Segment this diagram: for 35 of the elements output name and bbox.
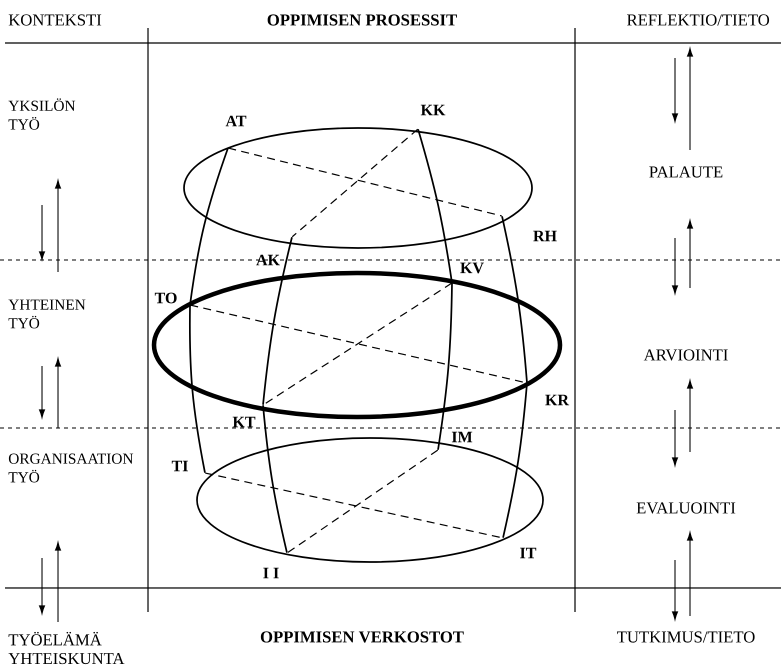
label: ORGANISAATION TYÖ — [8, 454, 134, 482]
label: YKSILÖN TYÖ — [8, 98, 76, 130]
point-label: I I — [263, 568, 279, 578]
label: REFLEKTIO/TIETO — [627, 14, 770, 26]
label: EVALUOINTI — [636, 502, 736, 514]
point-label: TI — [172, 460, 188, 472]
point-label: KK — [420, 104, 446, 116]
line — [262, 237, 293, 405]
line — [228, 147, 502, 217]
point-label: KT — [232, 416, 256, 428]
label: PALAUTE — [649, 166, 722, 178]
label: TUTKIMUS/TIETO — [617, 631, 755, 643]
line — [286, 450, 438, 554]
line — [188, 305, 206, 473]
label: TYÖELÄMÄ YHTEISKUNTA — [8, 632, 124, 664]
line — [501, 216, 528, 383]
line — [262, 282, 452, 406]
line — [292, 128, 418, 238]
point-label: KR — [545, 394, 570, 406]
point-label: KV — [460, 262, 484, 274]
line — [437, 283, 453, 450]
label: KONTEKSTI — [8, 14, 102, 26]
point-label: AK — [256, 254, 280, 266]
point-label: RH — [533, 230, 557, 242]
label: OPPIMISEN VERKOSTOT — [260, 631, 464, 643]
point-label: AT — [226, 116, 246, 126]
label: YHTEINEN TYÖ — [8, 300, 86, 328]
point-label: IT — [520, 548, 536, 558]
label: OPPIMISEN PROSESSIT — [268, 14, 457, 26]
point-label: IM — [452, 432, 472, 442]
point-label: TO — [154, 292, 177, 304]
label: ARVIOINTI — [644, 349, 728, 361]
line — [262, 405, 288, 553]
line — [189, 148, 229, 305]
line — [205, 472, 503, 539]
